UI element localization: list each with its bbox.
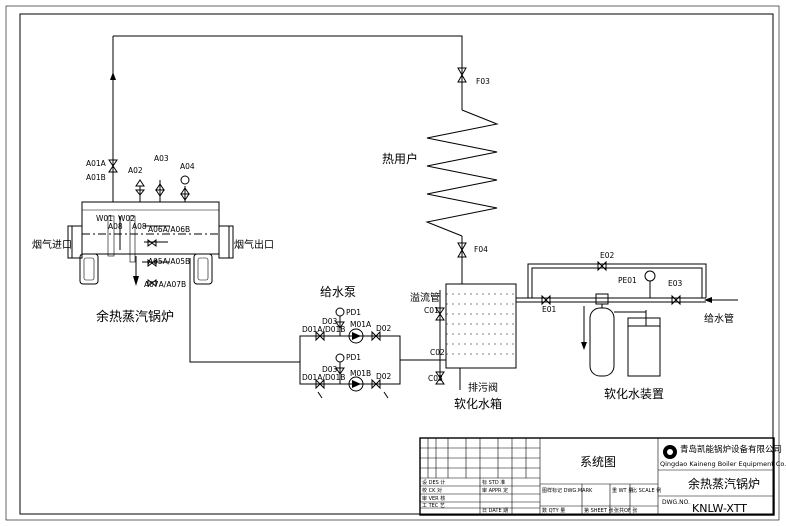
inner-border xyxy=(19,13,774,515)
tag-a06: A06A/A06B xyxy=(148,225,190,234)
label-feed-pipe: 给水管 xyxy=(704,312,734,325)
valve-f03 xyxy=(457,67,467,83)
row-std: 标 STD 准 xyxy=(482,479,505,486)
row-weight: 重 WT 量 xyxy=(612,487,633,494)
boiler-support-left xyxy=(79,253,99,285)
pump-m01a-icon xyxy=(348,328,364,344)
heat-user-coil xyxy=(425,109,499,237)
row-tech: 工 TEC 艺 xyxy=(422,503,445,509)
label-soft-water-tank: 软化水箱 xyxy=(454,396,502,411)
label-flue-in: 烟气进口 xyxy=(32,238,72,251)
tag-a08b: A08 xyxy=(132,222,147,231)
pe01-gauge-icon xyxy=(644,270,656,282)
drain-arrow-icon xyxy=(133,276,139,286)
valve-e02 xyxy=(597,260,607,272)
tag-pe01: PE01 xyxy=(618,276,637,285)
valve-e01 xyxy=(541,294,551,306)
valve-f04 xyxy=(457,242,467,258)
tag-d01-top: D01A/D01B xyxy=(302,325,345,334)
row-date: 日 DATE 期 xyxy=(482,508,508,514)
row-qty: 数 QTY 量 xyxy=(542,507,565,514)
tag-w02: W02 xyxy=(118,214,135,223)
tag-a04: A04 xyxy=(180,162,195,171)
label-heat-user: 热用户 xyxy=(382,151,418,166)
tag-a01b: A01B xyxy=(86,173,106,182)
tag-d02-bot: D02 xyxy=(376,372,392,381)
tag-d01-bot: D01A/D01B xyxy=(302,373,345,382)
row-of: 张共OF 张 xyxy=(614,507,637,514)
resin-column xyxy=(589,307,615,377)
tag-c03: C03 xyxy=(428,374,443,383)
tag-a02: A02 xyxy=(128,166,143,175)
drawing-no: KNLW-XTT xyxy=(692,502,747,515)
tag-a08a: A08 xyxy=(108,222,123,231)
tag-c02: C02 xyxy=(430,348,445,357)
valve-e03 xyxy=(671,294,681,306)
tag-m01b: M01B xyxy=(350,369,371,378)
tag-c01: C01 xyxy=(424,306,439,315)
row-approve: 审 APPR 定 xyxy=(482,487,508,494)
label-drain-valve: 排污阀 xyxy=(468,381,498,394)
row-check: 校 CK 对 xyxy=(422,487,442,494)
drawing-title: 系统图 xyxy=(580,455,616,469)
drawing-no-label: DWG.NO. xyxy=(662,499,690,506)
tag-a07: A07A/A07B xyxy=(144,280,186,289)
steam-valve-a01 xyxy=(108,159,118,173)
tag-m01a: M01A xyxy=(350,320,372,329)
softener-unit xyxy=(581,304,661,377)
tag-d02-top: D02 xyxy=(376,324,392,333)
row-verify: 审 VER 核 xyxy=(422,495,445,502)
label-overflow-pipe: 溢流管 xyxy=(410,291,440,304)
label-flue-out: 烟气出口 xyxy=(234,238,274,251)
tag-d03-top: D03 xyxy=(322,317,338,326)
boiler-support-right xyxy=(193,253,213,285)
feed-pump-group xyxy=(299,307,401,399)
tag-a03: A03 xyxy=(154,154,169,163)
title-block xyxy=(419,437,775,516)
tag-e03: E03 xyxy=(668,279,683,288)
pd1-gauge-top-icon xyxy=(335,307,345,317)
soft-water-tank xyxy=(435,283,517,390)
tag-a05: A05A/A05B xyxy=(148,257,190,266)
row-mark: 图样标记 DWG.MARK xyxy=(542,487,593,494)
row-design: 设 DES 计 xyxy=(422,479,445,486)
row-scale: 比 SCALE 例 xyxy=(632,487,661,494)
pressure-gauge-icon xyxy=(180,175,190,185)
tag-f04: F04 xyxy=(474,245,488,254)
tag-e02: E02 xyxy=(600,251,615,260)
brine-tank xyxy=(627,317,661,377)
tag-d03-bot: D03 xyxy=(322,365,338,374)
tag-f03: F03 xyxy=(476,77,490,86)
tag-a01a: A01A xyxy=(86,159,107,168)
label-boiler-name: 余热蒸汽锅炉 xyxy=(96,309,174,325)
pump-m01b-icon xyxy=(348,376,364,392)
pd1-gauge-bottom-icon xyxy=(335,353,345,363)
flue-outlet-flange xyxy=(218,225,234,259)
flue-inlet-flange xyxy=(67,225,83,259)
company-name-cn: 青岛凯能锅炉设备有限公司 xyxy=(680,444,782,455)
waste-heat-boiler xyxy=(67,175,234,287)
tag-e01: E01 xyxy=(542,305,557,314)
tag-pd1-bot: PD1 xyxy=(346,353,361,362)
tank-body xyxy=(445,283,517,369)
project-name: 余热蒸汽锅炉 xyxy=(688,476,760,491)
company-name-en: Qingdao Kaineng Boiler Equipment Co.,Ltd… xyxy=(660,460,786,468)
tag-pd1-top: PD1 xyxy=(346,308,361,317)
tag-w01: W01 xyxy=(96,214,113,223)
flow-arrow-icon xyxy=(110,72,116,80)
outer-border xyxy=(5,5,780,521)
label-softener: 软化水装置 xyxy=(604,387,664,401)
feed-inlet-arrow-icon xyxy=(704,297,712,303)
row-sheet: 第 SHEET 张 xyxy=(584,507,614,514)
label-feed-pump: 给水泵 xyxy=(320,285,356,299)
